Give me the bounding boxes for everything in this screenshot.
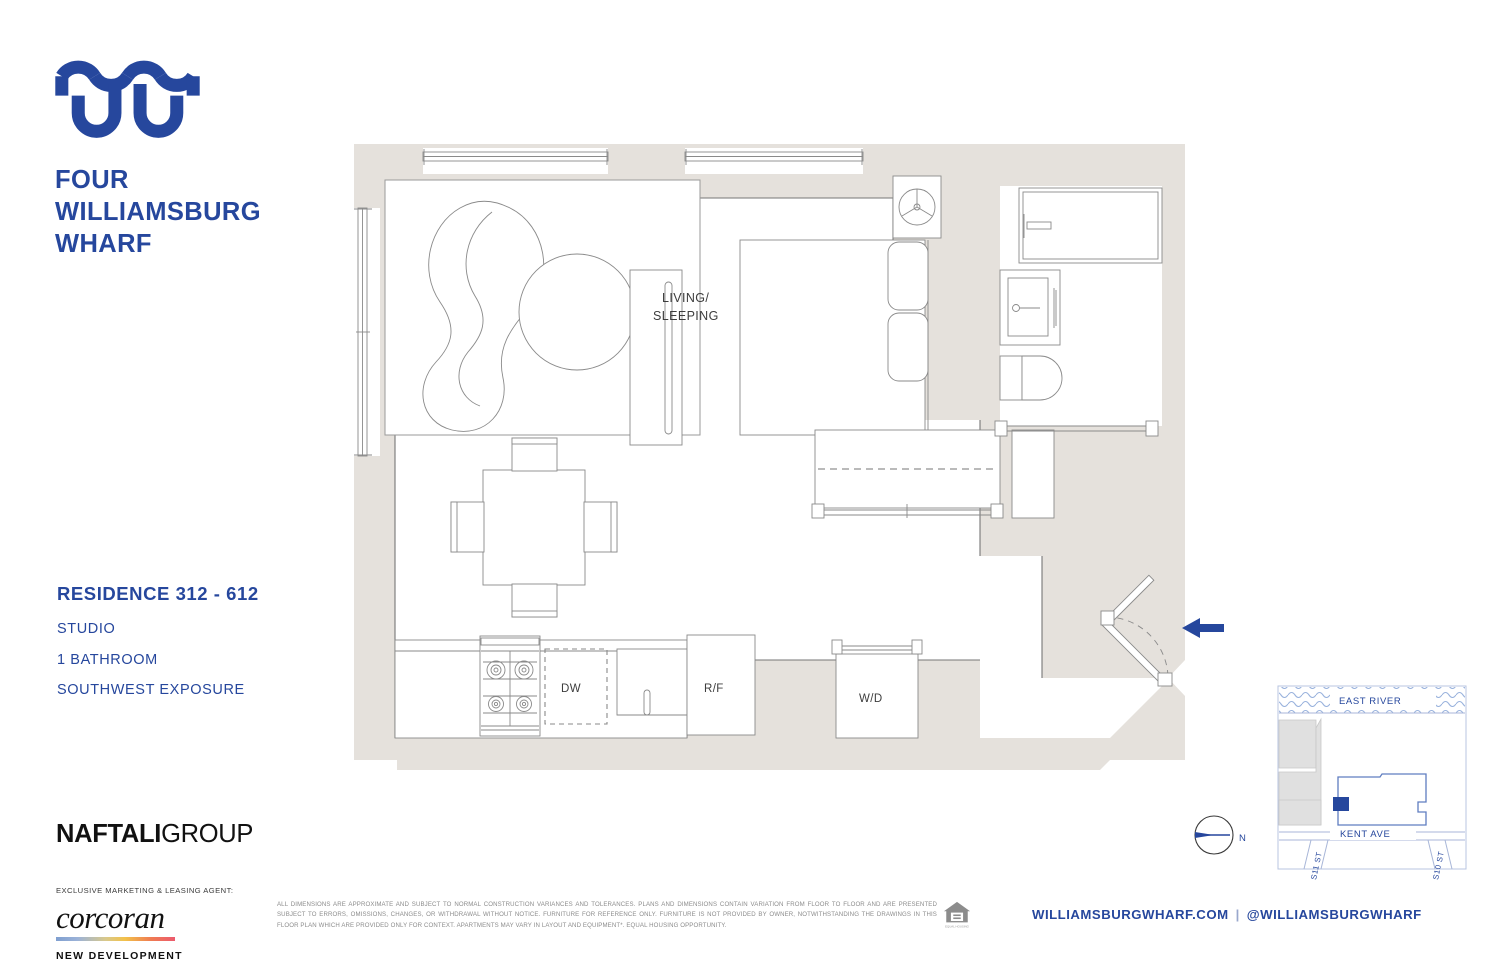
location-mini-map: .mm-txt{font-family:"Liberation Sans",sa… (1194, 685, 1467, 881)
nightstand-lamp-top (892, 175, 942, 239)
brand-name: FOUR WILLIAMSBURG WHARF (55, 164, 335, 260)
website-link[interactable]: WILLIAMSBURGWHARF.COM (1032, 907, 1229, 922)
svg-text:EQUAL HOUSING: EQUAL HOUSING (945, 924, 970, 928)
naftali-bold: NAFTALI (56, 820, 162, 848)
equal-housing-opportunity-icon: EQUAL HOUSING (943, 901, 971, 928)
residence-info: RESIDENCE 312 - 612 STUDIO 1 BATHROOM SO… (57, 583, 387, 714)
queen-bed (739, 239, 929, 436)
cross-streets: S11 ST S10 ST (1303, 839, 1453, 881)
window-north-left (422, 148, 609, 174)
residence-detail-type: STUDIO (57, 621, 116, 637)
kitchen: DW R/F W/D (394, 634, 923, 739)
window-west (354, 207, 380, 457)
closet-secondary (1011, 429, 1055, 519)
washer-dryer: W/D (831, 639, 923, 739)
round-side-table (518, 253, 636, 371)
corcoran-wordmark: corcoran (56, 900, 165, 935)
naftali-light: GROUP (161, 820, 254, 848)
bathroom-door (994, 420, 1159, 437)
entry-door-swing (1100, 574, 1173, 687)
residence-title: RESIDENCE 312 - 612 (57, 583, 259, 604)
exclusive-agent-label: EXCLUSIVE MARKETING & LEASING AGENT: (56, 886, 234, 895)
corcoran-gradient-bar (56, 937, 175, 942)
kitchen-sink (616, 648, 688, 716)
compass-north-label: N (1239, 833, 1246, 844)
social-handle-link[interactable]: @WILLIAMSBURGWHARF (1246, 907, 1422, 922)
room-label-line-1: LIVING/ (662, 291, 709, 305)
kent-ave: KENT AVE (1279, 826, 1465, 841)
bathroom-sink (999, 269, 1061, 346)
kent-ave-label: KENT AVE (1340, 829, 1390, 840)
entry-arrow-icon (1182, 618, 1224, 638)
footer-separator: | (1235, 907, 1240, 922)
room-label-line-2: SLEEPING (653, 309, 719, 323)
bathroom (994, 186, 1163, 437)
refrigerator: R/F (686, 634, 756, 736)
dishwasher: DW (544, 648, 608, 725)
compass-rose-icon: N (1194, 815, 1246, 855)
brand-block: FOUR WILLIAMSBURG WHARF (55, 55, 335, 260)
toilet (999, 355, 1063, 401)
floorplan-geometry: LIVING/ SLEEPING (340, 130, 1224, 760)
washer-dryer-label: W/D (859, 693, 883, 705)
brand-name-line-1: FOUR (55, 166, 129, 194)
closet-sliding-doors (811, 429, 1004, 519)
footer-links: WILLIAMSBURGWHARF.COM | @WILLIAMSBURGWHARF (1032, 907, 1422, 922)
east-river-label: EAST RIVER (1339, 696, 1401, 707)
window-north-right (684, 148, 864, 174)
sofa (422, 200, 545, 432)
wave-w-monogram-icon (55, 60, 200, 138)
dishwasher-label: DW (561, 683, 581, 695)
console-table (629, 269, 683, 446)
bathtub (1018, 187, 1163, 264)
range-cooktop (479, 635, 541, 737)
subject-building-outline (1337, 773, 1427, 826)
disclaimer-text: ALL DIMENSIONS ARE APPROXIMATE AND SUBJE… (277, 901, 937, 929)
dining-table-4-chairs (450, 437, 618, 618)
adjacent-blocks (1278, 717, 1322, 826)
residence-highlight (1333, 797, 1349, 811)
brand-name-line-3: WHARF (55, 230, 152, 259)
refrigerator-label: R/F (704, 683, 724, 695)
corcoran-logo-block: EXCLUSIVE MARKETING & LEASING AGENT: cor… (56, 886, 276, 962)
room-label-living-sleeping: LIVING/ SLEEPING (653, 291, 719, 323)
residence-detail-bathrooms: 1 BATHROOM (57, 651, 158, 668)
residence-detail-exposure: SOUTHWEST EXPOSURE (57, 682, 245, 698)
brand-name-line-2: WILLIAMSBURG (55, 198, 261, 227)
corcoran-subtitle: NEW DEVELOPMENT (56, 950, 183, 963)
east-river: EAST RIVER (1279, 687, 1465, 714)
floor-plan-drawing: .wall{fill:#e5e1dc;stroke:none;} .ln{fil… (340, 130, 1224, 770)
naftali-group-logo: NAFTALIGROUP (56, 820, 253, 849)
